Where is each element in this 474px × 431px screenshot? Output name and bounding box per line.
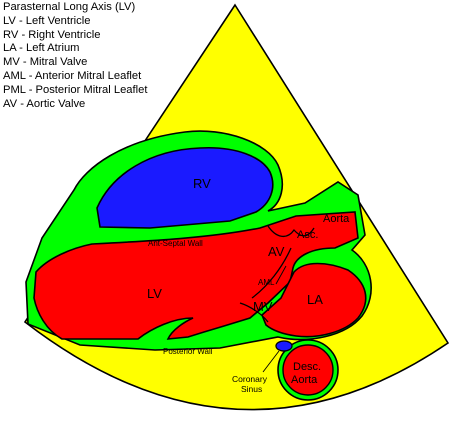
legend-item-lv: LV - Left Ventricle [3,14,91,27]
label-asc: Asc. [297,229,318,241]
label-posterior-wall: Posterior Wall [163,347,213,356]
label-sinus: Sinus [241,384,262,394]
aml-pointer [275,265,287,285]
legend: Parasternal Long Axis (LV) LV - Left Ven… [3,1,147,111]
desc-aorta-lumen [282,344,334,396]
posterior-mitral-leaflet [239,302,269,323]
label-aml: AML [258,278,275,287]
coronary-sinus-pointer [262,350,280,373]
label-rv: RV [193,176,211,191]
legend-item-aml: AML - Anterior Mitral Leaflet [3,69,142,82]
label-desc-aorta: Aorta [291,374,318,386]
legend-item-av: AV - Aortic Valve [3,97,86,110]
legend-item-mv: MV - Mitral Valve [3,56,88,69]
coronary-sinus [275,340,293,352]
aortic-valve [267,225,315,237]
label-av: AV [268,244,285,259]
label-lv: LV [147,286,162,301]
rv-cavity [96,146,274,229]
legend-item-rv: RV - Right Ventricle [3,28,101,41]
la-cavity [261,262,367,338]
lv-cavity [33,211,359,340]
label-mv: MV [253,299,273,314]
anterior-mitral-leaflet [251,247,292,299]
legend-item-la: LA - Left Atrium [3,42,80,55]
label-desc: Desc. [293,361,321,373]
label-la: LA [307,292,323,307]
label-ant-septal-wall: Ant-Septal Wall [148,239,203,248]
legend-item-pml: PML - Posterior Mitral Leaflet [3,83,148,96]
legend-title: Parasternal Long Axis (LV) [3,1,136,13]
label-aorta: Aorta [323,213,350,225]
label-coronary: Coronary [232,374,268,384]
